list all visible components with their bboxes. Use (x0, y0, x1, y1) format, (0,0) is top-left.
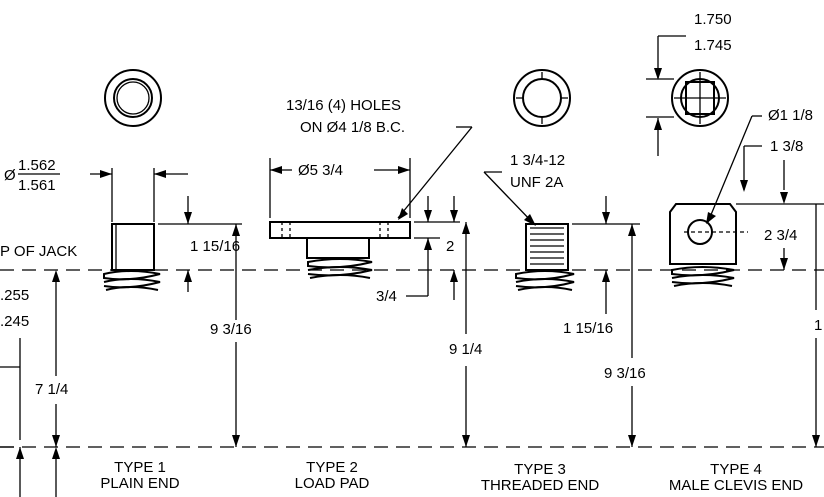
type3-total-label: 9 3/16 (604, 365, 646, 382)
plain-dia-lower: 1.561 (18, 177, 56, 194)
type2-total-label: 9 1/4 (449, 341, 482, 358)
clevis-hole-label: Ø1 1/8 (768, 107, 813, 124)
pad-dia-label: Ø5 3/4 (298, 162, 343, 179)
type4-number: TYPE 4 (710, 461, 762, 478)
clevis-offset-label: 1 3/8 (770, 138, 803, 155)
type3-top-view (513, 69, 571, 127)
type3-number: TYPE 3 (514, 461, 566, 478)
plain-dia-upper: 1.562 (18, 157, 56, 174)
left-lower-label: .245 (0, 313, 29, 330)
pad-thick-label: 3/4 (376, 288, 397, 305)
seven-quarter-label: 7 1/4 (35, 381, 68, 398)
type1-height-label: 1 15/16 (190, 238, 240, 255)
top-of-jack-label: P OF JACK (0, 243, 77, 260)
type1-top-view (104, 69, 162, 127)
right-cut-label: 1 (814, 317, 822, 334)
thread-label-line1: 1 3/4-12 (510, 152, 565, 169)
type4-top-view (671, 69, 729, 127)
type1-side-view (103, 223, 161, 291)
type3-name: THREADED END (481, 477, 600, 494)
type1-total-label: 9 3/16 (210, 321, 252, 338)
plain-dia-prefix: Ø (4, 167, 16, 184)
clevis-lower-label: 1.745 (694, 37, 732, 54)
type1-name: PLAIN END (100, 475, 179, 492)
type4-side-view (669, 203, 748, 287)
type2-name: LOAD PAD (295, 475, 370, 492)
clevis-upper-label: 1.750 (694, 11, 732, 28)
clevis-height-label: 2 3/4 (764, 227, 797, 244)
type2-side-view (269, 221, 411, 279)
pad-height-label: 2 (446, 238, 454, 255)
type4-name: MALE CLEVIS END (669, 477, 803, 494)
holes-label-line1: 13/16 (4) HOLES (286, 97, 401, 114)
thread-label-line2: UNF 2A (510, 174, 563, 191)
type1-number: TYPE 1 (114, 459, 166, 476)
type3-height-label: 1 15/16 (563, 320, 613, 337)
type3-side-view (515, 223, 575, 291)
left-upper-label: .255 (0, 287, 29, 304)
holes-label-line2: ON Ø4 1/8 B.C. (300, 119, 405, 136)
type2-number: TYPE 2 (306, 459, 358, 476)
